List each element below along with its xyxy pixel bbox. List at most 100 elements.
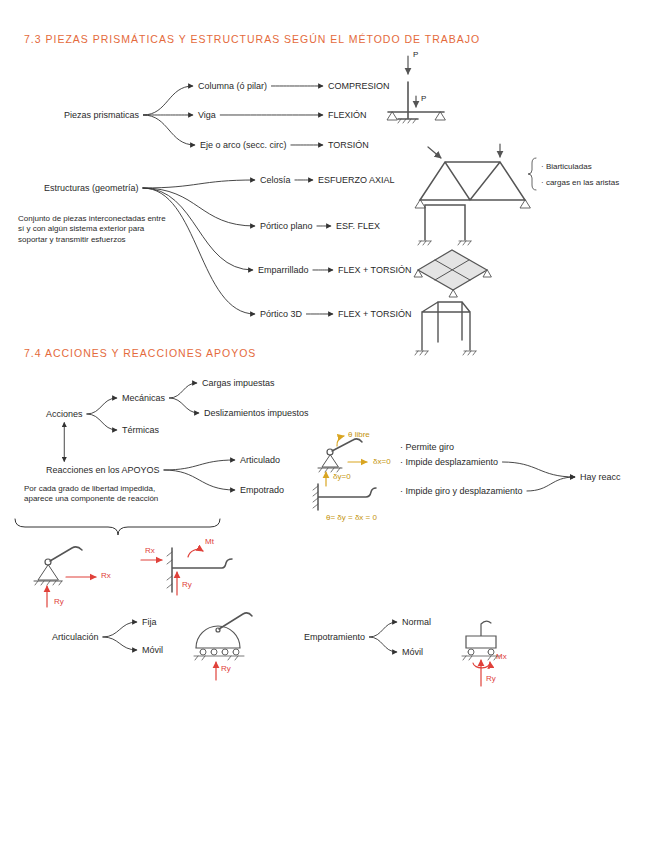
concept-node: · Impide desplazamiento [398,456,500,469]
section-heading: 7.4 ACCIONES Y REACCIONES APOYOS [24,347,256,361]
reaction-label: Mt [205,537,214,547]
node-text: Emparrillado [258,265,309,276]
connector-arrow [143,180,255,188]
concept-node: Reacciones en los APOYOS [44,464,162,477]
definition-note: Conjunto de piezas interconectadas entre… [18,214,170,245]
cart-support [466,621,496,648]
connector-arrow [317,225,331,226]
load-arrow [499,144,500,157]
ground-hatch [418,241,471,245]
node-text: Columna (ó pilar) [198,81,267,92]
ground-hatch [319,468,340,472]
reaction-arrow [141,559,162,560]
grid-beams [435,260,470,280]
node-text: Normal [402,617,431,628]
concept-node: Celosía [258,174,293,187]
pin-support [196,626,240,648]
column-symbol [398,82,418,119]
node-text: TORSIÓN [328,140,369,151]
node-text: Empotrado [240,485,284,496]
connector-arrow [502,462,575,477]
concept-node: Empotramiento [302,631,367,644]
node-text: · Permite giro [400,442,454,453]
concept-node: TORSIÓN [326,139,371,152]
wall-hatch [167,552,172,588]
connector-arrow [369,622,397,637]
pin-support [414,270,491,297]
concept-node: FLEX + TORSIÓN [336,264,413,277]
node-text: ESFUERZO AXIAL [318,175,395,186]
lever-bar [50,547,82,561]
dof-label: θ= δy = δx = 0 [326,513,377,523]
load-label: P [421,94,426,104]
concept-node: COMPRESION [326,80,392,93]
node-text: Articulación [52,632,99,643]
concept-node: Acciones [44,408,85,421]
node-text: · Impide desplazamiento [400,457,498,468]
lever-bar [219,613,252,629]
reaction-arrow [176,572,177,595]
fixed-support [172,548,232,592]
node-text: Estructuras (geometría) [44,183,139,194]
truss-symbol [420,162,525,200]
connector-arrow [103,622,137,637]
connector-arrow [143,115,195,145]
connector-arrow [306,313,333,314]
connector-arrow [87,398,117,414]
concept-node: Cargas impuestas [200,377,277,390]
node-text: Celosía [260,175,291,186]
reaction-label: Ry [54,597,64,607]
pin-support [318,455,342,468]
ground-hatch [415,351,476,355]
node-text: Deslizamientos impuestos [204,408,309,419]
fixed-support [318,484,376,510]
concept-node: Móvil [140,644,165,657]
concept-node: Móvil [400,646,425,659]
concept-node: Eje o arco (secc. circ) [198,139,289,152]
concept-node: Piezas prismaticas [62,109,141,122]
concept-node: Pórtico plano [258,220,315,233]
connector-arrow [369,637,397,652]
node-text: Hay reacc [580,472,621,483]
concept-node: Empotrado [238,484,286,497]
connector-arrow [271,85,323,86]
connector-arrow [143,188,255,314]
frame-symbol [425,205,465,240]
node-text: Pórtico plano [260,221,313,232]
roller-wheels [200,649,239,655]
ground-hatch [194,656,244,660]
node-text: Móvil [402,647,423,658]
concept-node: Articulación [50,631,101,644]
concept-node: Fija [140,616,159,629]
frame-3d-symbol [422,302,470,350]
node-text: Empotramiento [304,632,365,643]
node-text: Acciones [46,409,83,420]
concept-node: Hay reacc [578,471,623,484]
concept-node: Viga [196,109,218,122]
node-text: FLEXIÓN [328,110,367,121]
node-text: Mecánicas [122,393,165,404]
concept-node: Deslizamientos impuestos [202,407,311,420]
beam-symbol [388,111,444,113]
connector-arrow [527,477,575,491]
reaction-arrow [46,586,47,607]
pin-joint [327,449,333,455]
pin-joint [45,559,51,565]
node-text: Cargas impuestas [202,378,275,389]
reaction-label: Rx [145,546,155,556]
connector-arrow [295,179,313,180]
node-text: Articulado [240,455,280,466]
grid-symbol [418,250,487,290]
dof-label: θ libre [348,430,370,440]
connector-arrow [87,414,117,430]
pin-support [34,565,62,581]
displacement-arrow [348,461,367,462]
dof-label: δy=0 [333,472,351,482]
node-text: FLEX + TORSIÓN [338,309,411,320]
node-text: Eje o arco (secc. circ) [200,140,287,151]
concept-node: Estructuras (geometría) [42,182,141,195]
node-text: Fija [142,617,157,628]
node-text: Móvil [142,645,163,656]
concept-node: ESF. FLEX [334,220,382,233]
